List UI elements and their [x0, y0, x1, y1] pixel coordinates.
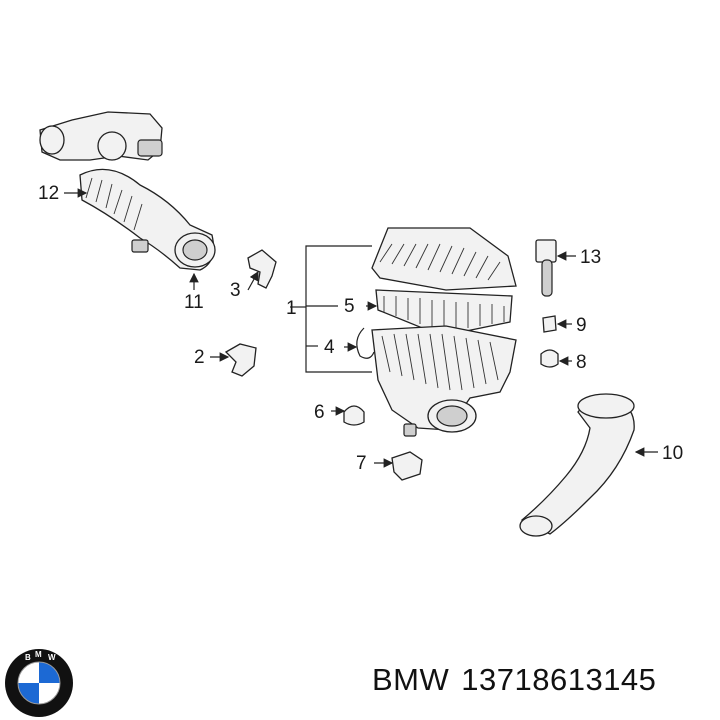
filter-element-part: [375, 289, 513, 337]
rubber-mount-part-6: [343, 405, 365, 426]
sensor-part-13: [535, 239, 557, 297]
callout-8: 8: [576, 352, 587, 373]
part-caption: BMW 13718613145: [372, 662, 656, 698]
callout-6: 6: [314, 402, 325, 423]
grommet-part-8: [540, 349, 559, 368]
callout-2: 2: [194, 347, 205, 368]
air-filter-housing-cover: [371, 227, 517, 291]
intake-boot-part: [79, 168, 216, 271]
bracket-part-3: [247, 249, 277, 289]
bmw-logo: B M W: [5, 649, 73, 717]
damper-part-7: [391, 451, 423, 481]
grommet-part-9: [542, 315, 557, 333]
callout-9: 9: [576, 315, 587, 336]
callout-12: 12: [38, 183, 59, 204]
svg-text:M: M: [35, 650, 42, 659]
callout-5: 5: [344, 296, 355, 317]
bracket-part-2: [224, 343, 257, 377]
callout-11: 11: [184, 292, 204, 313]
leader-lines: [64, 188, 658, 468]
svg-text:B: B: [25, 653, 31, 662]
caption-brand: BMW: [372, 662, 450, 697]
svg-text:W: W: [48, 653, 56, 662]
air-filter-housing-lower: [371, 325, 517, 437]
caption-part-number: 13718613145: [461, 662, 657, 697]
intake-duct-part-10: [519, 393, 635, 537]
callout-4: 4: [324, 337, 335, 358]
throttle-body-part: [39, 111, 163, 161]
callout-10: 10: [662, 443, 683, 464]
clip-part-4: [356, 327, 375, 359]
callout-3: 3: [230, 280, 241, 301]
callout-13: 13: [580, 247, 601, 268]
callout-7: 7: [356, 453, 367, 474]
callout-1: 1: [286, 298, 297, 319]
